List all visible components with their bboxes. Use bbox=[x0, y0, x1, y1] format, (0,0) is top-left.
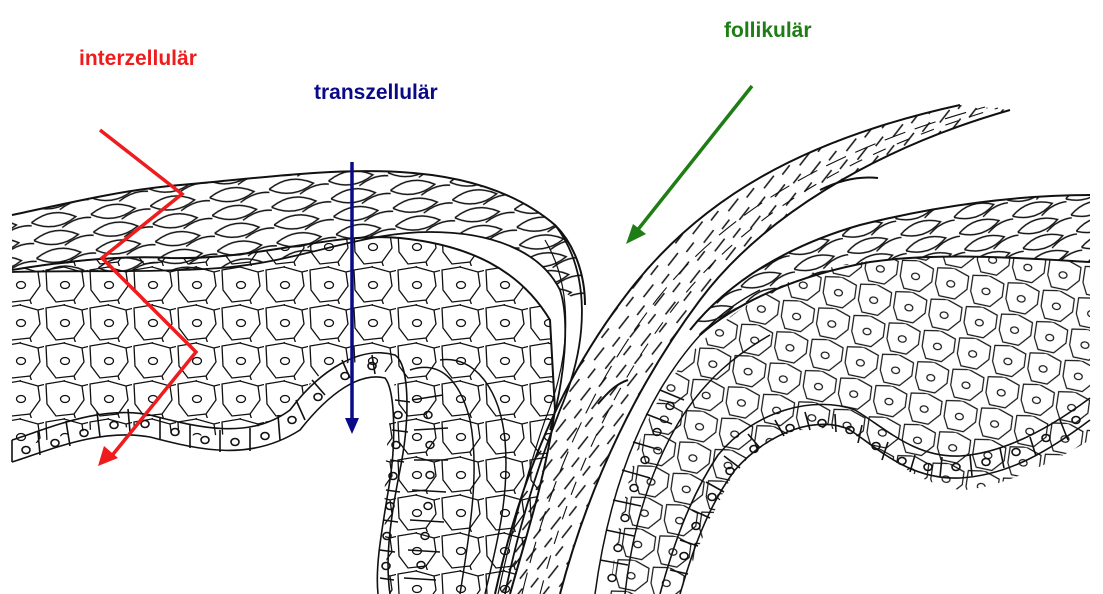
follicular-label: follikulär bbox=[724, 20, 812, 41]
transcellular-label: transzellulär bbox=[314, 82, 438, 103]
intercellular-label: interzellulär bbox=[79, 48, 197, 69]
